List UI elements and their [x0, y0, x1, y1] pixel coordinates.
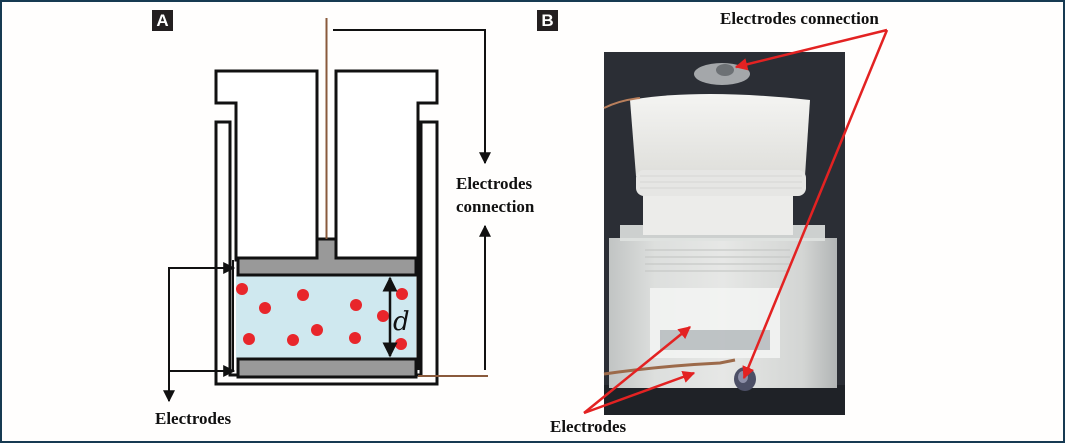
electrodes-arrow-top	[168, 262, 236, 400]
electrodes-connection-label: Electrodes connection	[720, 9, 879, 28]
particle	[287, 334, 299, 346]
electrodes-label: Electrodes	[155, 409, 232, 428]
panel-label-a: A	[152, 10, 173, 31]
particle	[396, 288, 408, 300]
connection-label-line1: Electrodes	[456, 174, 533, 193]
particle	[350, 299, 362, 311]
cap-left	[214, 69, 319, 262]
gap-label: d	[393, 307, 410, 337]
panel-b-photo: Electrodes connection Electrodes	[550, 9, 889, 436]
particle	[395, 338, 407, 350]
particle	[377, 310, 389, 322]
red-arrow-electrode-bottom	[583, 370, 696, 415]
panel-a-schematic: d Electrodes connection Electrodes	[155, 18, 535, 428]
particle	[297, 289, 309, 301]
connection-label-line2: connection	[456, 197, 535, 216]
cap-neck	[643, 190, 793, 235]
panel-label-b: B	[537, 10, 558, 31]
electrodes-label-b: Electrodes	[550, 417, 627, 436]
particle	[236, 283, 248, 295]
particle	[259, 302, 271, 314]
knurled-cap	[630, 94, 810, 186]
particle	[311, 324, 323, 336]
red-arrow-electrode-top	[583, 326, 691, 414]
particles	[236, 283, 408, 350]
connection-arrow-top	[333, 29, 491, 165]
particle	[349, 332, 361, 344]
particle	[243, 333, 255, 345]
outer-cup	[214, 120, 439, 386]
top-electrode	[236, 237, 418, 277]
red-arrow-connection-top	[734, 28, 888, 71]
red-arrow-connection-bottom	[742, 29, 889, 380]
bottom-electrode	[236, 357, 418, 379]
